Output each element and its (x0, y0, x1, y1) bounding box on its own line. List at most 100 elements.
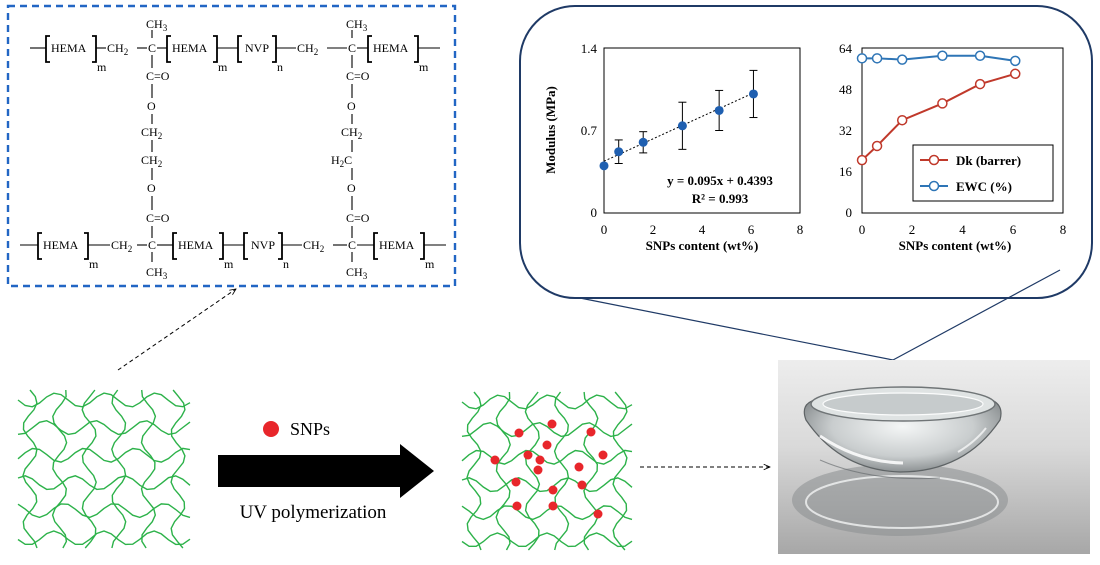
chart2-xtick-4: 8 (1060, 222, 1067, 237)
chart2-ytick-0: 0 (846, 205, 853, 220)
chart1-marks (599, 69, 758, 171)
carbonyl-label: C=O (146, 69, 170, 83)
chart1-point (714, 105, 724, 115)
nanoparticle-dot (511, 477, 521, 487)
subscript-m: m (89, 257, 99, 271)
chart1-point (748, 89, 758, 99)
nanoparticle-dot (547, 419, 557, 429)
network-strand (461, 394, 633, 410)
hema-unit-label: HEMA (172, 41, 208, 55)
right-crosslink: C=O O CH2 H2C O C=O (331, 55, 370, 238)
chart1-xtick-3: 6 (748, 222, 755, 237)
network-strand (81, 389, 97, 549)
network-strand (51, 389, 68, 549)
snps-legend: SNPs (263, 419, 330, 439)
chart1-plot-frame (603, 47, 801, 214)
chart1-point (599, 161, 609, 171)
nanoparticle-dot (598, 450, 608, 460)
ch2-label: CH2 (341, 125, 362, 141)
ch2-label: CH2 (303, 238, 324, 254)
callout-line-left (579, 297, 894, 361)
lens-highlight (819, 434, 904, 465)
lens-reflection (792, 464, 1008, 536)
network-strand (170, 389, 186, 549)
nanoparticle-dot (574, 462, 584, 472)
zoom-arrow-to-structure (117, 289, 236, 371)
ch2-label: CH2 (141, 125, 162, 141)
network-strand (17, 475, 191, 491)
chart1-point (614, 147, 624, 157)
network-strand (111, 389, 127, 549)
structure-dashed-frame (6, 4, 457, 288)
carbon-label: C (348, 238, 356, 252)
chart2-ewc-point (937, 50, 948, 61)
chart2-ewc-point (1010, 55, 1021, 67)
chart2-ytick-4: 64 (839, 41, 853, 56)
nanoparticle-dot (533, 465, 543, 475)
chart2-xtick-3: 6 (1010, 222, 1017, 237)
nanoparticle-dot (512, 501, 522, 511)
network-strand (17, 530, 191, 546)
carbon-label: C (148, 41, 156, 55)
nanoparticle-dot (593, 509, 603, 519)
chart2-ewc-point (856, 53, 868, 64)
ch3-label: CH3 (346, 17, 368, 33)
chart2-xtick-1: 2 (909, 222, 916, 237)
carbonyl-label: C=O (346, 211, 370, 225)
nanoparticle-dot (577, 480, 587, 490)
chemical-structure: HEMA m CH2 C CH3 HEMA m NVP n CH2 C CH3 (6, 4, 457, 288)
carbon-label: C (148, 238, 156, 252)
chart2-xtick-0: 0 (859, 222, 866, 237)
network-strand (495, 391, 511, 551)
network-strand (612, 391, 628, 551)
top-polymer-chain: HEMA m CH2 C CH3 HEMA m NVP n CH2 C CH3 (30, 17, 440, 74)
oxygen-label: O (147, 181, 156, 195)
chart1-xtick-0: 0 (601, 222, 608, 237)
legend-ewc-label: EWC (%) (956, 179, 1012, 194)
hema-unit-label: HEMA (178, 238, 214, 252)
chart1-r-squared: R² = 0.993 (692, 191, 749, 206)
nanoparticle-dot (523, 450, 533, 460)
chart1-xtick-2: 4 (699, 222, 706, 237)
network-strand (583, 391, 599, 551)
chart1-point (638, 137, 648, 147)
subscript-m: m (419, 60, 429, 74)
chart1-xtick-1: 2 (650, 222, 657, 237)
chart2-ewc-point (896, 54, 908, 65)
chart1-xaxis-label: SNPs content (wt%) (646, 238, 759, 253)
nanoparticle-dot (542, 440, 552, 450)
dk-ewc-chart: 0 16 32 48 64 0 2 4 6 8 SNPs content (wt… (839, 41, 1066, 253)
nvp-unit-label: NVP (245, 41, 269, 55)
ch2-label: CH2 (297, 41, 318, 57)
chart1-point (677, 121, 687, 131)
subscript-m: m (97, 60, 107, 74)
hema-unit-label: HEMA (43, 238, 79, 252)
modulus-chart: 0 0.7 1.4 0 2 4 6 8 SNPs content (wt%) M… (543, 41, 803, 253)
nanoparticle-dot (514, 428, 524, 438)
network-strand (553, 391, 570, 551)
chart1-ytick-1: 0.7 (581, 123, 598, 138)
embedded-nanoparticles (490, 419, 608, 519)
chart2-dk-point (871, 140, 883, 152)
subscript-m: m (224, 257, 234, 271)
chart2-ewc-point (871, 53, 883, 64)
subscript-n: n (283, 257, 289, 271)
hema-unit-label: HEMA (373, 41, 409, 55)
network-strand (461, 505, 633, 521)
carbonyl-label: C=O (146, 211, 170, 225)
network-strand (461, 421, 633, 438)
chart2-dk-point (937, 98, 948, 109)
chart1-yaxis-label: Modulus (MPa) (543, 86, 558, 174)
network-strand (17, 419, 191, 436)
nanoparticle-dot (535, 455, 545, 465)
network-strand (140, 389, 157, 549)
legend-box (912, 144, 1054, 202)
process-arrow-label: UV polymerization (240, 502, 387, 523)
nanoparticle-icon (263, 421, 279, 437)
chart2-legend: Dk (barrer) EWC (%) (912, 144, 1054, 202)
nanoparticle-dot (586, 427, 596, 437)
network-strand (461, 449, 633, 465)
network-mesh-before (17, 389, 191, 549)
carbon-label: C (348, 41, 356, 55)
